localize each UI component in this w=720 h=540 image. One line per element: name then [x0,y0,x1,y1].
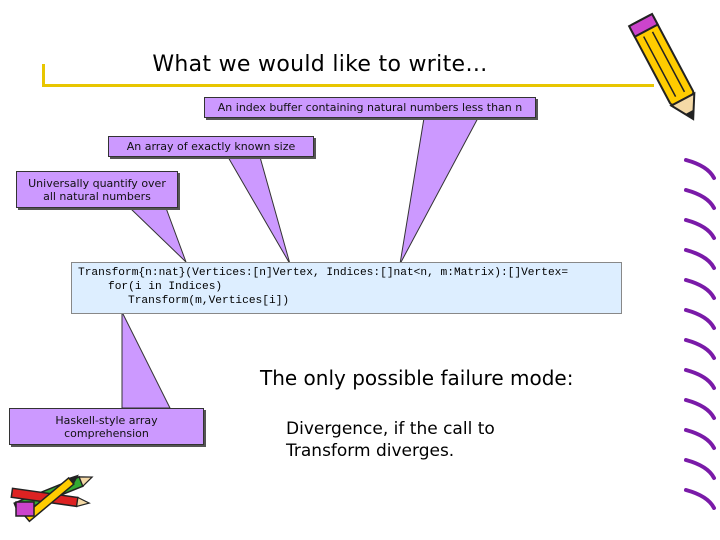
divergence-text: Divergence, if the call to Transform div… [286,419,495,461]
failure-mode-heading: The only possible failure mode: [260,366,574,390]
title-rule-vertical [42,64,45,87]
callout-universal-text: Universally quantify over all natural nu… [28,176,166,203]
pencil-pen-cluster-icon [10,474,94,523]
callout-array-size-text: An array of exactly known size [126,140,296,153]
callout-universal: Universally quantify over all natural nu… [16,171,178,208]
slide-title: What we would like to write… [152,52,488,77]
title-rule-horizontal [42,84,654,87]
callout-haskell: Haskell-style array comprehension [9,408,204,445]
code-line-3: Transform(m,Vertices[i]) [128,295,290,307]
code-block: Transform{n:nat}(Vertices:[n]Vertex, Ind… [71,262,622,314]
pencil-icon [627,12,696,121]
callout-tail-index [399,117,479,265]
callout-tail-haskell [121,311,171,409]
callout-array-size: An array of exactly known size [108,136,314,157]
callout-index-buffer-text: An index buffer containing natural numbe… [217,101,523,114]
callout-index-buffer: An index buffer containing natural numbe… [204,97,536,118]
spiral-binding-icon [684,158,716,510]
callout-tail-array [227,156,291,265]
callout-haskell-text: Haskell-style array comprehension [55,413,158,440]
code-line-2: for(i in Indices) [108,281,223,293]
callout-tail-universal [128,207,187,263]
code-line-1: Transform{n:nat}(Vertices:[n]Vertex, Ind… [78,267,569,279]
